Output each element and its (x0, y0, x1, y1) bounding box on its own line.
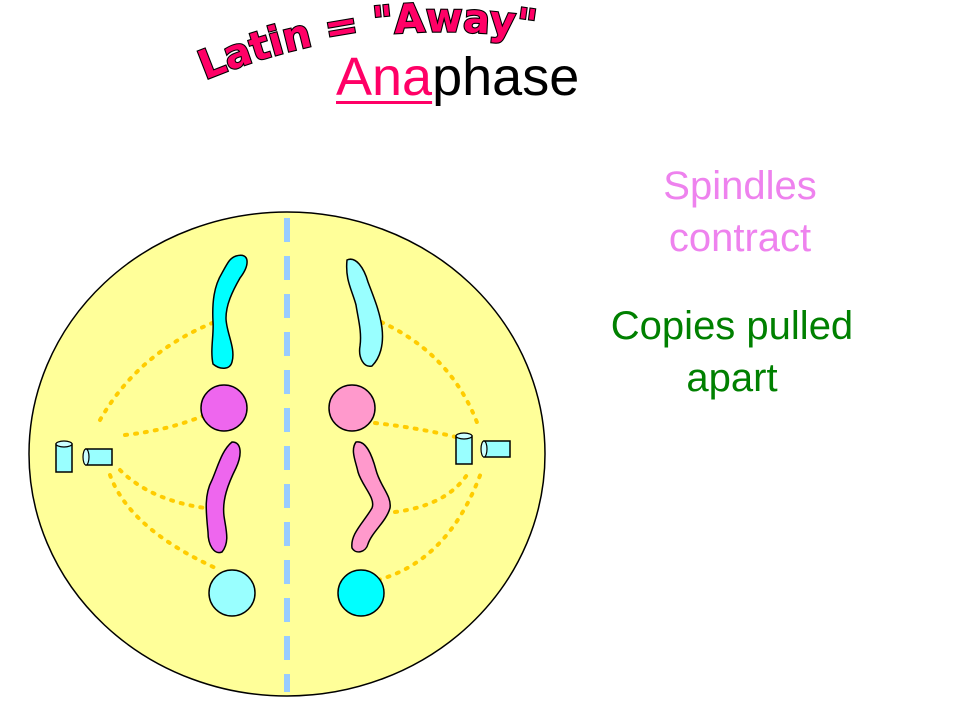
spindle-fiber (123, 413, 207, 437)
spindle-fiber (370, 316, 480, 427)
centromere-circle (337, 569, 385, 617)
centromere-circle (208, 569, 256, 617)
centriole-icon (455, 432, 473, 465)
spindle-fiber (373, 421, 462, 440)
spindle-fiber (376, 468, 484, 582)
centromere-circle (200, 384, 248, 432)
copies-note: Copies pulled apart (610, 304, 854, 400)
chromosome-icon (211, 254, 248, 369)
spindle-fiber (98, 318, 222, 422)
centriole-icon (82, 448, 113, 466)
centromere-circle (328, 384, 376, 432)
spindle-fiber (118, 468, 207, 510)
centriole-icon (55, 440, 73, 473)
title-prefix: Ana (336, 47, 433, 107)
page-title: Anaphase (336, 50, 579, 104)
title-suffix: phase (432, 47, 580, 107)
chromosome-icon (205, 441, 241, 554)
spindle-fiber (108, 473, 222, 572)
centriole-icon (480, 440, 511, 458)
chromosome-icon (351, 441, 391, 553)
spindle-fiber (393, 468, 472, 514)
spindle-fibers (98, 316, 484, 582)
spindles-note: Spindles contract (663, 164, 817, 260)
chromosome-icon (345, 258, 384, 367)
